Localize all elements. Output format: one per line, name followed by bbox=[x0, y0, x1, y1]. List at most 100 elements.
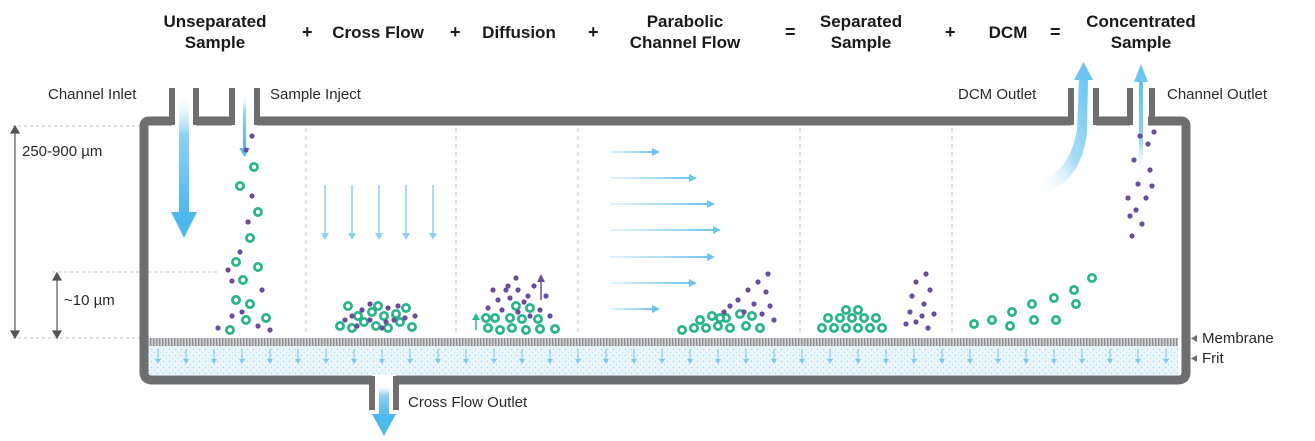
purple-particle bbox=[1129, 233, 1135, 239]
frit-arrow-head bbox=[1051, 359, 1057, 364]
term-cross-flow: Cross Flow bbox=[323, 22, 433, 43]
channel-inlet-arrow bbox=[171, 92, 197, 238]
frit-arrow-head bbox=[295, 359, 301, 364]
green-particle bbox=[847, 312, 858, 323]
frit-arrow-head bbox=[379, 359, 385, 364]
frit-arrow-head bbox=[1023, 359, 1029, 364]
purple-particle bbox=[903, 321, 909, 327]
purple-particle bbox=[490, 287, 496, 293]
green-particle bbox=[372, 300, 383, 311]
purple-particle bbox=[1131, 157, 1137, 163]
term-concentrated-sample: Concentrated Sample bbox=[1072, 11, 1210, 53]
term-dcm: DCM bbox=[978, 22, 1038, 43]
green-particle bbox=[240, 314, 251, 325]
purple-particle bbox=[225, 267, 231, 273]
frit-arrow-head bbox=[827, 359, 833, 364]
green-particle bbox=[252, 261, 263, 272]
purple-particle bbox=[923, 271, 929, 277]
purple-particle bbox=[1151, 129, 1157, 135]
term-line-2: Channel Flow bbox=[629, 33, 741, 52]
operator-plus: + bbox=[945, 22, 956, 42]
purple-particle bbox=[249, 193, 255, 199]
green-particle bbox=[390, 308, 401, 319]
purple-particle bbox=[735, 297, 741, 303]
green-particle bbox=[1051, 314, 1062, 325]
green-particle bbox=[713, 320, 724, 331]
frit-arrow-head bbox=[239, 359, 245, 364]
green-particle bbox=[482, 322, 493, 333]
frit-arrow-head bbox=[155, 359, 161, 364]
frit-arrow-head bbox=[491, 359, 497, 364]
purple-particle bbox=[921, 301, 927, 307]
cross-flow-outlet-walls bbox=[369, 376, 399, 410]
purple-particle bbox=[927, 287, 933, 293]
cross-flow-arrows bbox=[321, 185, 437, 240]
green-particle bbox=[494, 324, 505, 335]
purple-particle bbox=[243, 147, 249, 153]
label-sample-inject: Sample Inject bbox=[270, 86, 361, 103]
inlet-port-walls bbox=[169, 88, 1155, 125]
term-line-1: Cross Flow bbox=[332, 23, 424, 42]
frit-arrow-head bbox=[855, 359, 861, 364]
purple-particle bbox=[237, 249, 243, 255]
green-particle bbox=[1049, 292, 1060, 303]
green-particle bbox=[871, 312, 882, 323]
green-particle bbox=[506, 322, 517, 333]
green-particle bbox=[865, 322, 876, 333]
operator-plus: + bbox=[450, 22, 461, 42]
green-particle bbox=[366, 306, 377, 317]
green-particle bbox=[489, 312, 500, 323]
purple-particle bbox=[255, 323, 261, 329]
dimension-guides bbox=[12, 125, 220, 339]
purple-particle bbox=[763, 289, 769, 295]
cross-flow-outlet-arrow bbox=[372, 384, 396, 436]
green-particle bbox=[517, 313, 528, 324]
operator-equals: = bbox=[785, 22, 796, 42]
purple-particle bbox=[525, 293, 531, 299]
green-particle bbox=[358, 316, 369, 327]
purple-particle bbox=[1137, 133, 1143, 139]
frit-arrow-head bbox=[603, 359, 609, 364]
purple-particle bbox=[547, 313, 553, 319]
frit-arrow-head bbox=[407, 359, 413, 364]
purple-particle bbox=[367, 317, 373, 323]
purple-particle bbox=[767, 303, 773, 309]
purple-particle bbox=[771, 317, 777, 323]
frit-arrow-head bbox=[1163, 359, 1169, 364]
term-line-1: Parabolic bbox=[646, 12, 724, 31]
purple-particle bbox=[765, 271, 771, 277]
green-particle bbox=[677, 324, 688, 335]
green-particle bbox=[224, 324, 235, 335]
green-particle bbox=[342, 300, 353, 311]
purple-particle bbox=[909, 293, 915, 299]
green-particle bbox=[406, 321, 417, 332]
dcm-outlet-arrow bbox=[1040, 62, 1093, 192]
green-particle bbox=[370, 320, 381, 331]
purple-particle bbox=[515, 287, 521, 293]
frit-arrow-head bbox=[463, 359, 469, 364]
green-particle bbox=[244, 298, 255, 309]
frit-arrows bbox=[155, 349, 1169, 364]
purple-particle bbox=[349, 313, 355, 319]
label-frit: Frit bbox=[1202, 350, 1224, 367]
purple-particle bbox=[931, 311, 937, 317]
green-particle bbox=[382, 322, 393, 333]
operator-plus: + bbox=[302, 22, 313, 42]
green-particle bbox=[511, 300, 522, 311]
label-channel-outlet: Channel Outlet bbox=[1167, 86, 1268, 103]
purple-particle bbox=[759, 311, 765, 317]
frit-arrow-head bbox=[967, 359, 973, 364]
purple-particle bbox=[521, 299, 527, 305]
term-parabolic-channel-flow: Parabolic Channel Flow bbox=[620, 11, 750, 53]
term-line-1: Concentrated bbox=[1086, 12, 1196, 31]
frit-arrow-head bbox=[687, 359, 693, 364]
purple-particle bbox=[537, 307, 543, 313]
green-particle bbox=[234, 180, 245, 191]
purple-particle bbox=[721, 309, 727, 315]
green-particle bbox=[841, 322, 852, 333]
purple-particle bbox=[499, 307, 505, 313]
sample-inject-arrow bbox=[239, 92, 250, 157]
green-particle bbox=[244, 232, 255, 243]
